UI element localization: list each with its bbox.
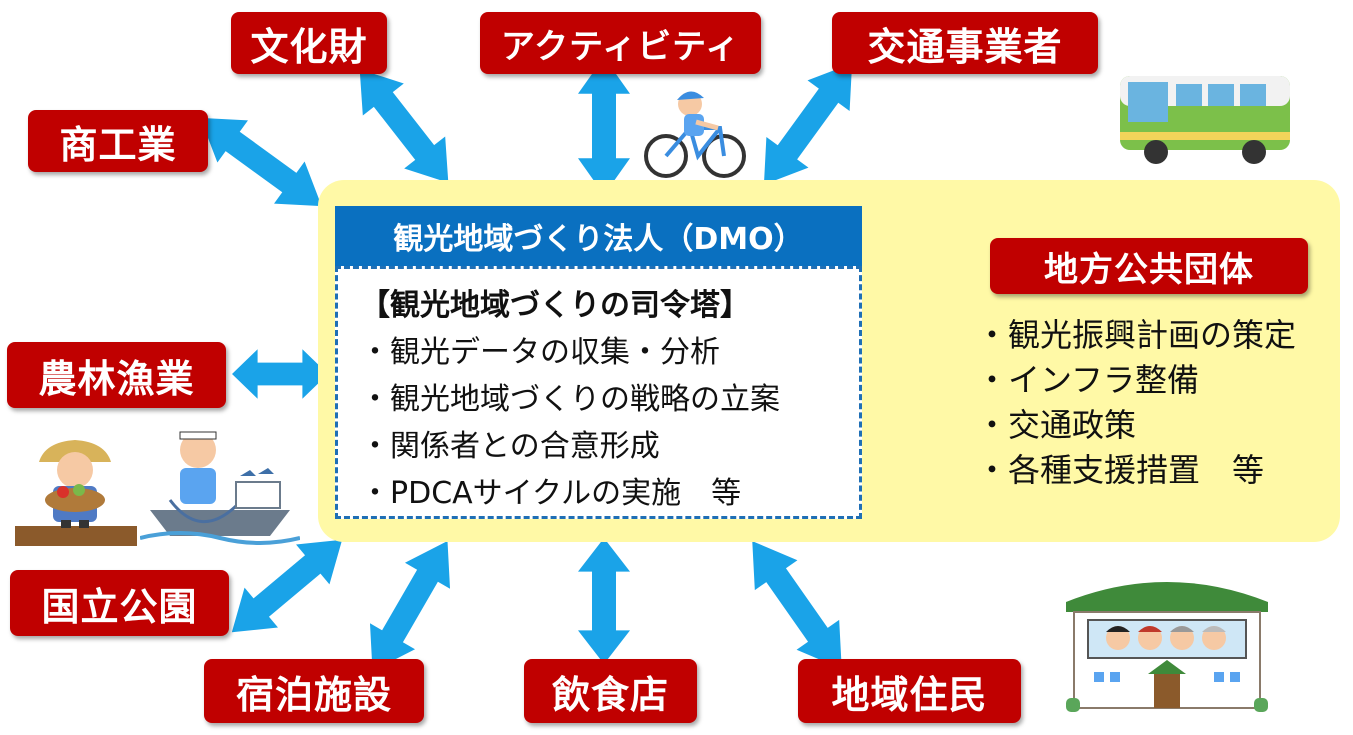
dmo-lead: 【観光地域づくりの司令塔】	[360, 288, 750, 323]
government-label: 地方公共団体	[990, 238, 1308, 294]
dmo-item: ・関係者との合意形成	[360, 429, 660, 464]
arrow-activity	[578, 57, 630, 195]
bus-illustration	[1120, 76, 1290, 164]
tag-commerce: 商工業	[28, 110, 208, 172]
arrow-restaurant	[578, 538, 630, 664]
tag-transport: 交通事業者	[832, 12, 1098, 74]
dmo-title: 観光地域づくり法人（DMO）	[335, 206, 862, 266]
tag-restaurant: 飲食店	[524, 659, 697, 723]
arrow-agriculture	[232, 349, 328, 399]
government-item: ・各種支援措置 等	[976, 451, 1265, 489]
dmo-box	[335, 266, 862, 519]
farmer-illustration	[15, 440, 137, 546]
tag-activity: アクティビティ	[480, 12, 761, 74]
dmo-item: ・観光データの収集・分析	[360, 335, 720, 370]
house-residents-illustration	[1066, 582, 1268, 712]
tag-lodging: 宿泊施設	[204, 659, 424, 723]
dmo-item: ・観光地域づくりの戦略の立案	[360, 382, 780, 417]
government-list: ・観光振興計画の策定 ・インフラ整備 ・交通政策 ・各種支援措置 等	[976, 313, 1296, 493]
government-item: ・インフラ整備	[976, 361, 1200, 399]
cyclist-illustration	[644, 91, 746, 178]
tag-bunkazai: 文化財	[231, 12, 387, 74]
government-item: ・観光振興計画の策定	[976, 316, 1297, 354]
government-item: ・交通政策	[976, 406, 1137, 444]
tag-national-park: 国立公園	[10, 570, 229, 636]
arrow-bunkazai	[339, 53, 469, 199]
tag-agriculture: 農林漁業	[7, 342, 226, 408]
dmo-item: ・PDCAサイクルの実施 等	[360, 476, 742, 511]
dmo-list: 【観光地域づくりの司令塔】 ・観光データの収集・分析 ・観光地域づくりの戦略の立…	[360, 282, 780, 517]
fisherman-illustration	[140, 431, 300, 545]
tag-residents: 地域住民	[798, 659, 1021, 723]
